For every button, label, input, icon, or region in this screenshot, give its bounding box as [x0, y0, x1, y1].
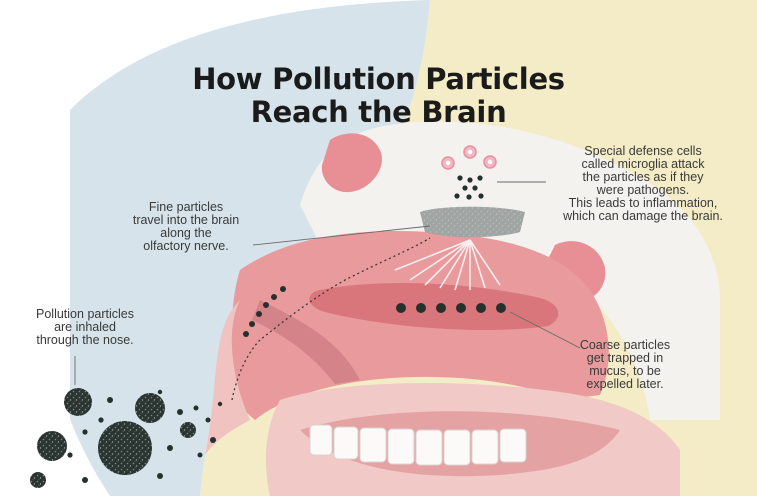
microglia-label-line: which can damage the brain.	[518, 210, 757, 223]
teeth	[310, 425, 526, 465]
microglia-label: Special defense cells called microglia a…	[518, 145, 757, 223]
pollution-inhaled-label: Pollution particles are inhaled through …	[0, 308, 170, 347]
coarse-particles-label-line: expelled later.	[555, 378, 695, 391]
coarse-particles-label: Coarse particles get trapped in mucus, t…	[555, 339, 695, 391]
pollution-inhaled-label-line: through the nose.	[0, 334, 170, 347]
title-line-2: Reach the Brain	[0, 95, 757, 129]
title-line-1: How Pollution Particles	[0, 62, 757, 96]
fine-particles-label-line: olfactory nerve.	[96, 240, 276, 253]
fine-particles-label: Fine particles travel into the brain alo…	[96, 201, 276, 253]
olfactory-bulb	[420, 207, 525, 238]
